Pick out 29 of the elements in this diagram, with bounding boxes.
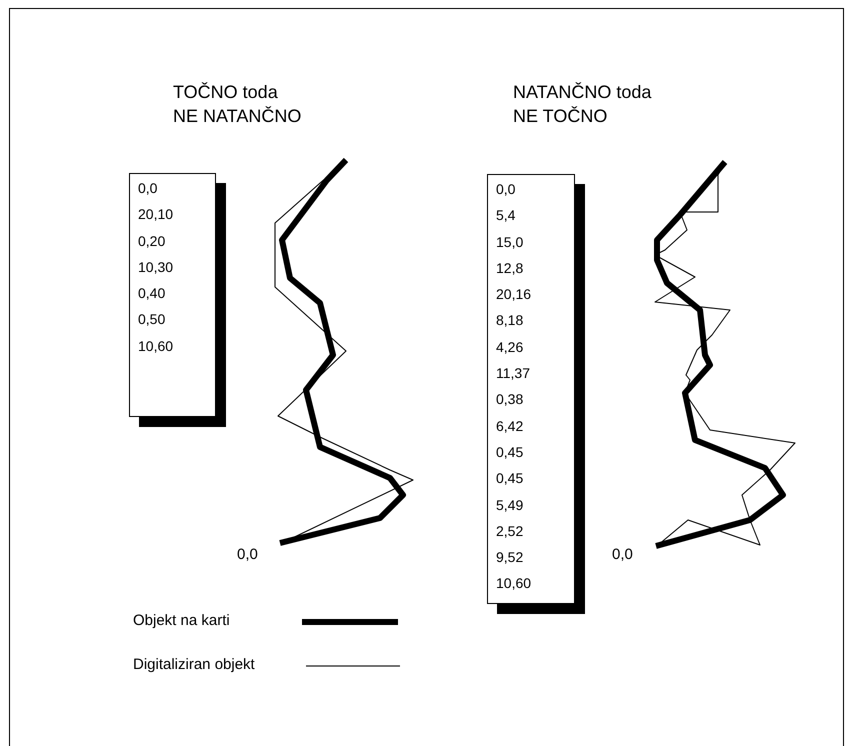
coordinate-text: 10,60 — [138, 336, 174, 356]
coordinate-text: 10,30 — [138, 258, 174, 277]
coordinate-text: 5,4 — [496, 206, 516, 226]
coordinate-text: 0,38 — [496, 390, 524, 410]
coordinate-text: 0,45 — [496, 469, 524, 488]
origin-label: 0,0 — [237, 546, 258, 563]
legend-text: Objekt na karti — [133, 612, 230, 629]
coordinate-text: 11,37 — [496, 364, 530, 384]
coordinate-text: 9,52 — [496, 548, 524, 568]
coordinate-text: 20,16 — [496, 285, 532, 304]
coordinate-text: 2,52 — [496, 522, 524, 541]
heading: TOČNO toda NE NATANČNO — [173, 81, 302, 128]
coordinate-text: 0,0 — [496, 180, 516, 199]
coordinate-text: 0,0 — [138, 179, 158, 198]
coordinate-text: 0,50 — [138, 310, 166, 330]
coordinate-text: 4,26 — [496, 338, 524, 357]
coordinate-text: 0,45 — [496, 442, 524, 462]
legend-text: Digitaliziran objekt — [133, 656, 255, 673]
coordinate-text: 5,49 — [496, 496, 524, 515]
coordinate-text: 15,0 — [496, 232, 524, 252]
coordinate-text: 8,18 — [496, 311, 524, 330]
coordinate-text: 0,20 — [138, 232, 166, 251]
coordinate-text: 10,60 — [496, 574, 532, 594]
coordinate-text: 0,40 — [138, 284, 166, 304]
coordinate-text: 20,10 — [138, 205, 174, 224]
coordinate-text: 12,8 — [496, 258, 524, 278]
coordinate-text: 6,42 — [496, 416, 524, 436]
heading: NATANČNO toda NE TOČNO — [513, 81, 652, 128]
origin-label: 0,0 — [612, 546, 633, 563]
